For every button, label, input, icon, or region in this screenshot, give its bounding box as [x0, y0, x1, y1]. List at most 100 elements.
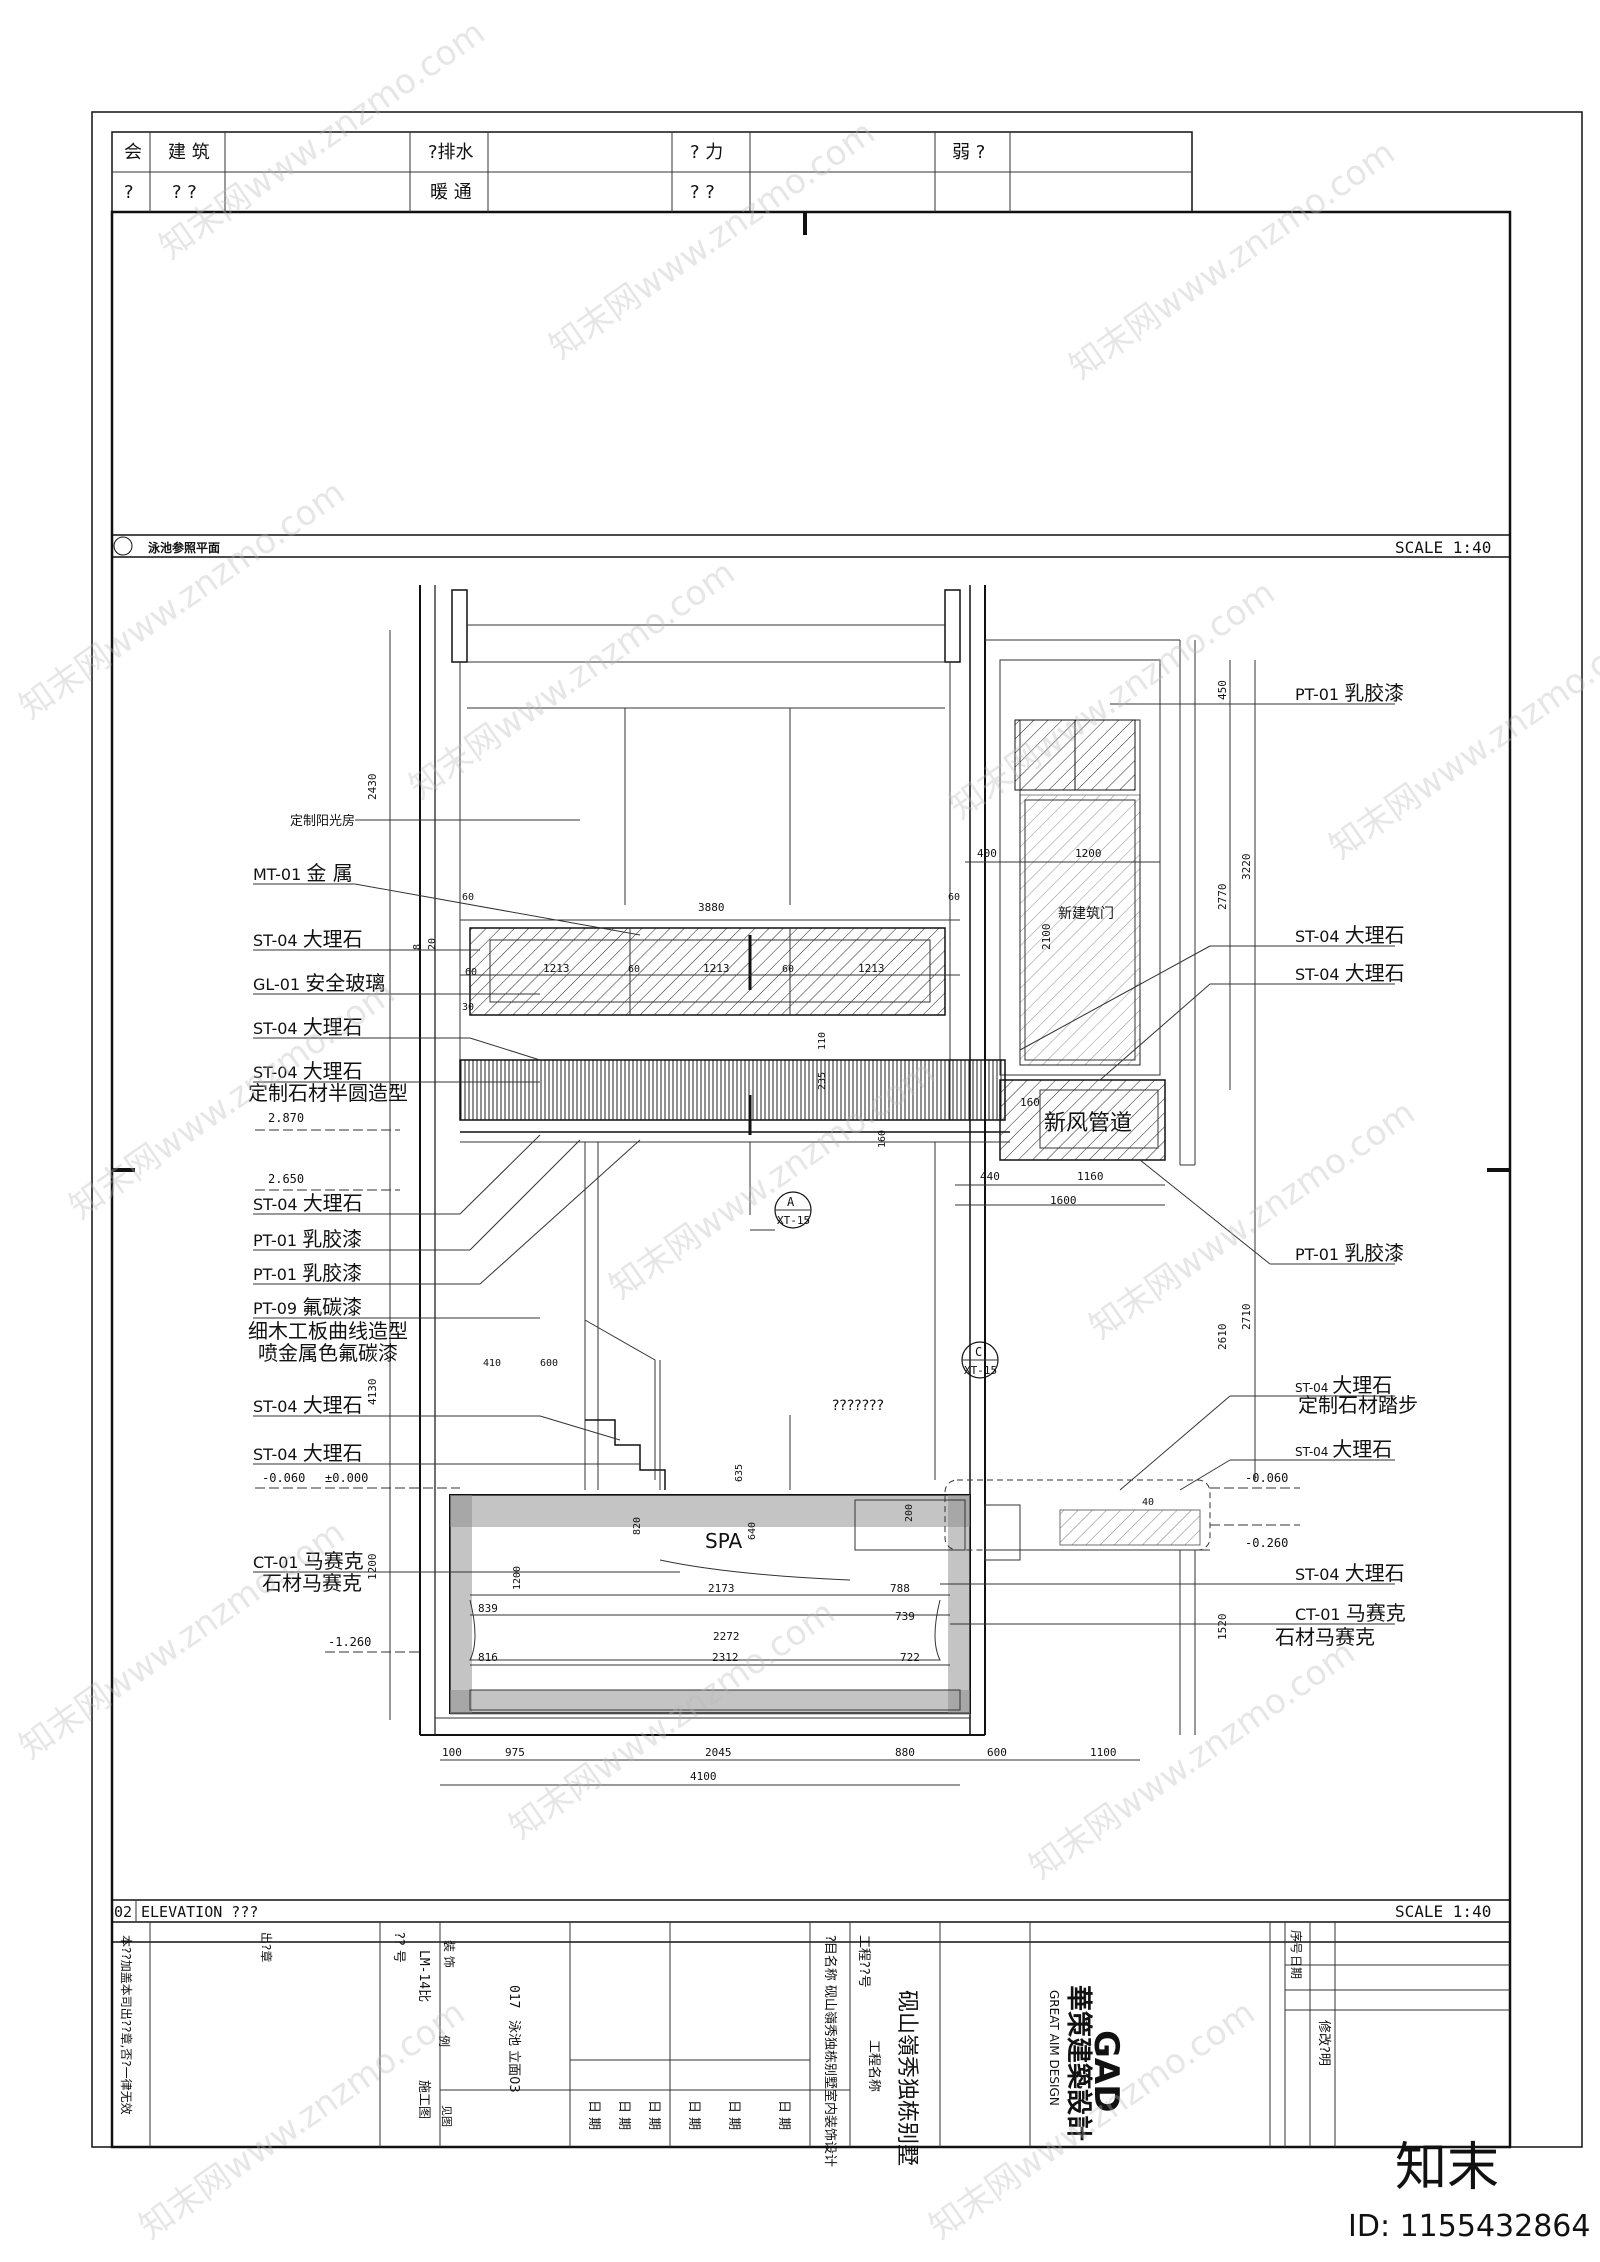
- svg-text:ST-04 大理石: ST-04 大理石: [1295, 1373, 1392, 1397]
- svg-text:400: 400: [977, 847, 997, 860]
- svg-text:石材马赛克: 石材马赛克: [262, 1571, 362, 1595]
- section-header-top: 泳池参照平面 SCALE 1:40: [112, 534, 1510, 558]
- svg-text:1520: 1520: [1216, 1614, 1229, 1641]
- svg-text:1600: 1600: [1050, 1194, 1077, 1207]
- svg-text:PT-01 乳胶漆: PT-01 乳胶漆: [253, 1227, 362, 1251]
- tag-pt01: PT-01 乳胶漆: [253, 1139, 641, 1285]
- tag-pt01: PT-01 乳胶漆: [1110, 681, 1404, 705]
- svg-text:ST-04 大理石: ST-04 大理石: [1295, 1437, 1392, 1461]
- tag-st04: ST-04 大理石: [1019, 923, 1405, 1051]
- svg-text:2045: 2045: [705, 1746, 732, 1759]
- svg-text:ST-04 大理石: ST-04 大理石: [253, 1393, 363, 1417]
- tag-st04: ST-04 大理石: [253, 1134, 541, 1215]
- tag-st04: ST-04 大理石: [1179, 1437, 1395, 1491]
- svg-text:235: 235: [817, 1072, 828, 1090]
- svg-text:2610: 2610: [1216, 1324, 1229, 1351]
- subject: ?目名称 砚山嶺秀独栋别墅室内装饰设计: [822, 1935, 838, 2167]
- svg-text:450: 450: [1216, 680, 1229, 700]
- svg-text:知末网www.znzmo.com: 知末网www.znzmo.com: [402, 553, 742, 808]
- svg-text:PT-09 氟碳漆: PT-09 氟碳漆: [253, 1295, 362, 1319]
- svg-text:ST-04 大理石: ST-04 大理石: [253, 927, 363, 951]
- svg-text:ST-04 大理石: ST-04 大理石: [1295, 923, 1405, 947]
- section-number: 02: [114, 1903, 132, 1921]
- spa-label: SPA: [705, 1529, 742, 1553]
- svg-text:200: 200: [904, 1504, 915, 1522]
- new-door-label: 新建筑门: [1058, 906, 1114, 922]
- svg-text:GL-01 安全玻璃: GL-01 安全玻璃: [253, 971, 385, 995]
- section-header-bottom: 02 ELEVATION ??? SCALE 1:40: [112, 1899, 1510, 1923]
- callout-a: A XT-15: [750, 1191, 812, 1231]
- elevation-drawing: 新建筑门 新风管道 定制阳光房: [290, 585, 1211, 1736]
- company-en: GREAT AIM DESIGN: [1047, 1990, 1061, 2106]
- image-id: ID: 1155432864: [1348, 2209, 1590, 2244]
- title-block: 本??加盖本司出??章,否?一律无效 出?章 ?? 号 LM-14比 装 饰 施…: [112, 1922, 1510, 2167]
- svg-text:知末网www.znzmo.com: 知末网www.znzmo.com: [1062, 133, 1402, 388]
- svg-text:600: 600: [987, 1746, 1007, 1759]
- fresh-air-duct-label: 新风管道: [1044, 1111, 1132, 1136]
- svg-text:知末网www.znzmo.com: 知末网www.znzmo.com: [12, 1513, 352, 1768]
- dimensions: 3880 1213 1213 1213 60 60 60 60 400 1200…: [366, 630, 1256, 1786]
- tag-st04: ST-04 大理石: [253, 1015, 541, 1061]
- svg-text:816: 816: [478, 1651, 498, 1664]
- svg-text:定制石材踏步: 定制石材踏步: [1298, 1393, 1418, 1417]
- svg-text:600: 600: [540, 1358, 558, 1369]
- level-text: 2.870: [268, 1111, 304, 1125]
- svg-text:1160: 1160: [1077, 1170, 1104, 1183]
- sheet-title: 泳池 立面03: [506, 2020, 521, 2093]
- placeholder-text: ???????: [832, 1398, 884, 1414]
- svg-text:ST-04 大理石: ST-04 大理石: [253, 1441, 363, 1465]
- sign-cell: 建 筑: [168, 142, 210, 163]
- svg-text:30: 30: [462, 1002, 474, 1013]
- level-text: 2.650: [268, 1172, 304, 1186]
- svg-text:110: 110: [817, 1032, 828, 1050]
- svg-text:2100: 2100: [1040, 924, 1053, 951]
- svg-text:160: 160: [877, 1130, 888, 1148]
- tag-st04: ST-04 大理石: [253, 927, 480, 951]
- sunroom-label: 定制阳光房: [290, 813, 355, 829]
- client-label: 工程??号: [856, 1935, 871, 1988]
- section-scale: SCALE 1:40: [1395, 1902, 1491, 1921]
- level-text: -1.260: [328, 1635, 371, 1649]
- level-text: -0.060: [1245, 1471, 1288, 1485]
- tag-pt01: PT-01 乳胶漆: [1139, 1159, 1404, 1265]
- svg-text:CT-01 马赛克: CT-01 马赛克: [1295, 1601, 1406, 1625]
- sign-off-table: 会 建 筑 ?排水 ? 力 弱 ? ? ? ? 暖 通 ? ?: [111, 131, 1193, 213]
- svg-text:2710: 2710: [1240, 1304, 1253, 1331]
- svg-text:知末网www.znzmo.com: 知末网www.znzmo.com: [12, 473, 352, 728]
- tag-st04: ST-04 大理石: [1099, 961, 1405, 1081]
- sign-cell: ?: [124, 182, 134, 203]
- tag-st04: ST-04 大理石: [253, 1393, 621, 1441]
- phase: 施工图: [416, 2080, 431, 2119]
- svg-text:知末网www.znzmo.com: 知末网www.znzmo.com: [152, 13, 492, 268]
- svg-text:3220: 3220: [1240, 854, 1253, 881]
- date-label: 日 期: [646, 2100, 661, 2130]
- company-cn: 華策建築設計: [1063, 1985, 1094, 2141]
- svg-text:100: 100: [442, 1746, 462, 1759]
- tag-mt01: MT-01 金 属: [253, 861, 641, 936]
- sign-cell: ? ?: [172, 182, 197, 203]
- svg-text:知末网www.znzmo.com: 知末网www.znzmo.com: [502, 1593, 842, 1848]
- svg-text:880: 880: [895, 1746, 915, 1759]
- right-material-tags: PT-01 乳胶漆 ST-04 大理石 ST-04 大理石 PT-01 乳胶漆 …: [940, 681, 1418, 1649]
- date-label: 日 期: [586, 2100, 601, 2130]
- svg-text:60: 60: [465, 967, 477, 978]
- date-label: 日 期: [616, 2100, 631, 2130]
- svg-text:8: 8: [412, 944, 423, 950]
- znzmo-logo: 知末: [1395, 2138, 1499, 2198]
- svg-text:1200: 1200: [512, 1566, 523, 1590]
- svg-text:788: 788: [890, 1582, 910, 1595]
- svg-text:XT-15: XT-15: [777, 1214, 810, 1227]
- svg-text:2272: 2272: [713, 1630, 740, 1643]
- drawing-no: LM-14比: [416, 1950, 431, 2002]
- svg-text:PT-01 乳胶漆: PT-01 乳胶漆: [1295, 681, 1404, 705]
- svg-text:1200: 1200: [1075, 847, 1102, 860]
- tag-st04: ST-04 大理石: [940, 1561, 1405, 1585]
- svg-text:60: 60: [782, 964, 794, 975]
- date-label: 日 期: [776, 2100, 791, 2130]
- svg-text:石材马赛克: 石材马赛克: [1275, 1625, 1375, 1649]
- svg-text:2173: 2173: [708, 1582, 735, 1595]
- level-markers: 2.870 2.650 -0.060 ±0.000 -0.060 -0.260 …: [255, 1111, 1300, 1653]
- sign-cell: 暖 通: [430, 182, 472, 203]
